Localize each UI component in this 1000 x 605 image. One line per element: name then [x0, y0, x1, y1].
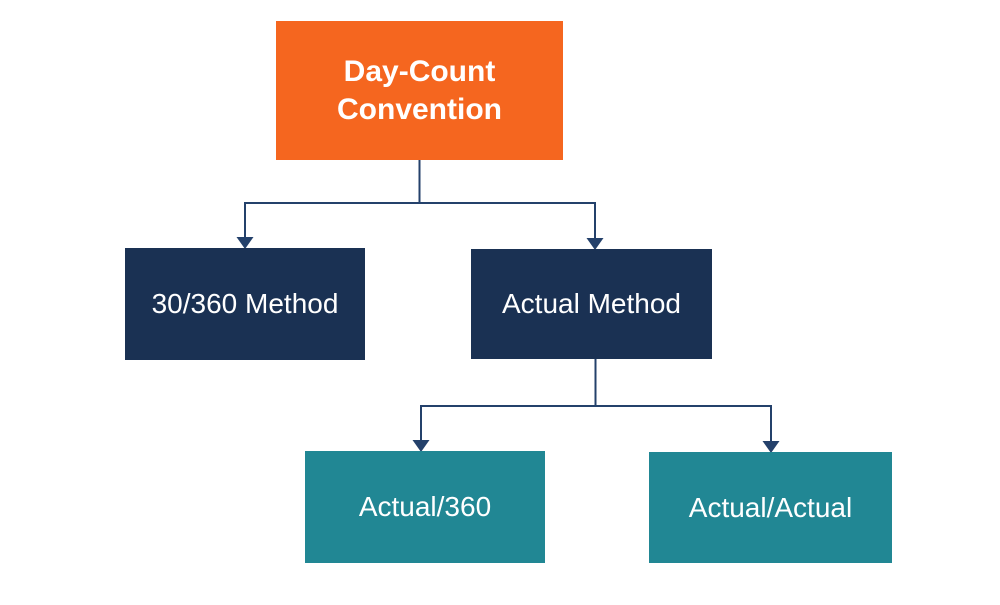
arrowhead-to-actual [586, 238, 604, 250]
arrowhead-to-30360 [236, 237, 254, 249]
node-30-360-method: 30/360 Method [125, 248, 365, 360]
node-actual-actual-label: Actual/Actual [688, 491, 853, 523]
edge-root-to-actual [418, 160, 596, 241]
node-day-count-convention-label: Day-Count Convention [337, 54, 502, 126]
edge-actual-to-a360 [420, 359, 597, 443]
connector-edges [244, 160, 772, 444]
node-actual-actual: Actual/Actual [649, 452, 892, 563]
node-actual-360: Actual/360 [305, 451, 545, 563]
node-30-360-method-label: 30/360 Method [151, 288, 339, 319]
node-day-count-convention: Day-Count Convention [276, 21, 563, 160]
node-actual-method-label: Actual Method [502, 288, 681, 319]
edge-root-to-30360 [244, 160, 421, 240]
node-actual-360-label: Actual/360 [358, 491, 492, 522]
connector-arrowheads [236, 237, 780, 453]
arrowhead-to-a360 [412, 440, 430, 452]
edge-actual-to-aactual [594, 359, 772, 444]
node-actual-method: Actual Method [471, 249, 712, 359]
arrowhead-to-aactual [762, 441, 780, 453]
